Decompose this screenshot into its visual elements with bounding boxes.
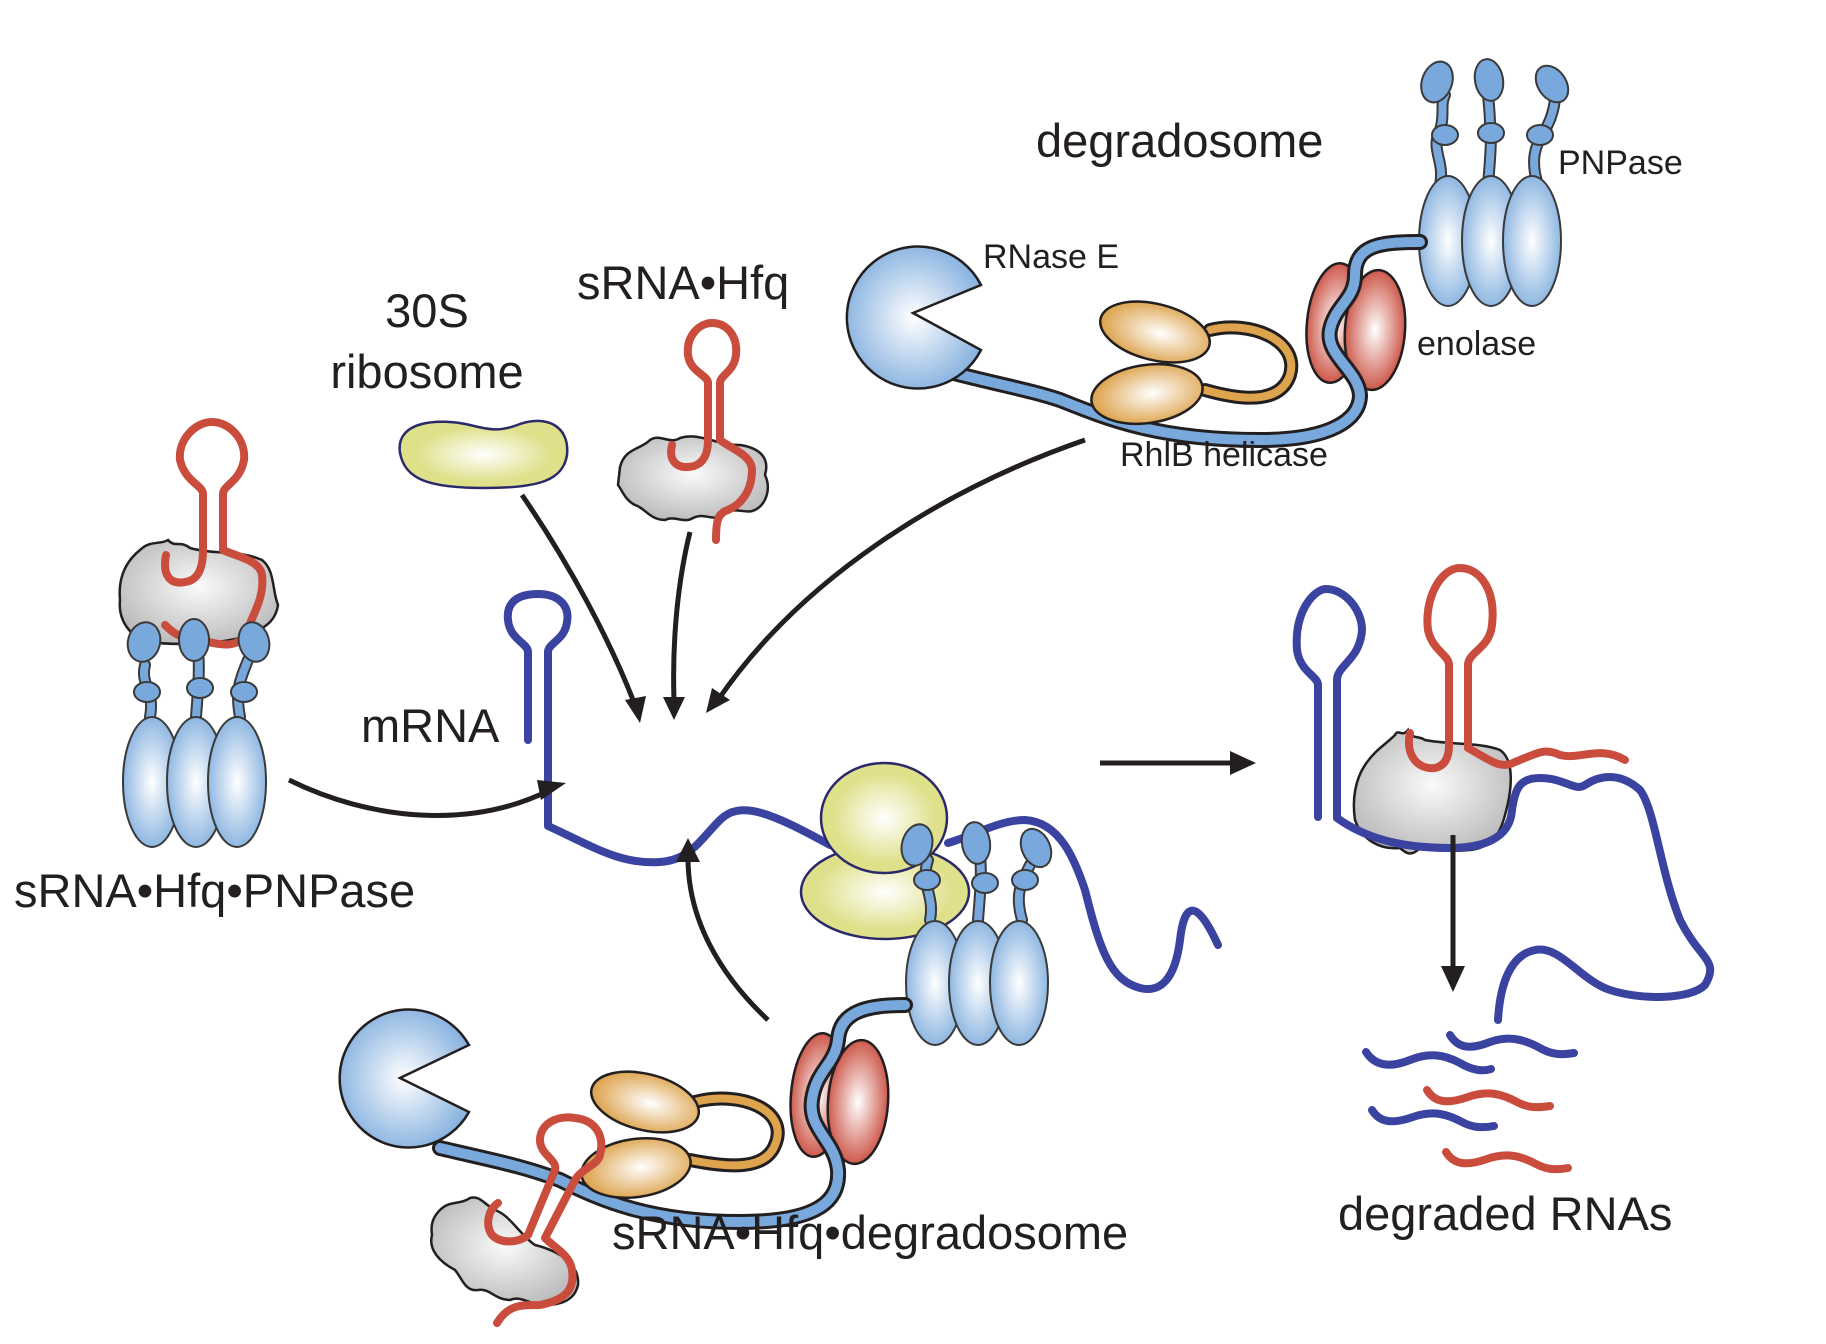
pnpase-subunit [989,920,1049,1046]
labels: degradosome PNPase RNase E enolase RhlB … [14,114,1683,1259]
srna-hfq-pnpase-complex [118,418,280,848]
pnpase-knob [1011,869,1039,891]
srna-hfq-mrna-complex [1292,564,1715,1024]
helicase-domain [589,1070,701,1134]
srna-hfq-top [616,319,770,544]
pnpase-head [126,621,162,663]
rhlb-helicase-top [1090,300,1299,426]
arrow-srna-hfq-to-mrna [671,531,693,701]
pnpase-head [1019,827,1053,869]
pnpase-knob [1526,124,1554,146]
rnase-e-bottom [338,1008,471,1149]
label-srna-hfq-pnpase: sRNA•Hfq•PNPase [14,864,415,917]
label-degraded-rnas: degraded RNAs [1338,1187,1672,1240]
label-degradosome: degradosome [1036,114,1323,167]
label-rnase-e: RNase E [983,238,1119,276]
pnpase-head [1473,58,1505,102]
arrow-head [625,696,646,723]
pnpase-trimer-top [1418,58,1570,307]
pnpase-subunit [1502,175,1562,307]
pnpase-knob [1477,122,1505,144]
label-enolase: enolase [1417,325,1536,363]
arrow-head [1441,966,1465,992]
pnpase-head [178,618,210,662]
arrow-srna-hfq-degradosome-to-mrna [685,857,770,1022]
rnase-e-top [845,245,983,390]
arrow-srna-hfq-pnpase-to-mrna [287,777,552,818]
arrow-head [706,688,730,713]
helicase-domain [1090,362,1204,426]
arrows [287,437,1465,1022]
pnpase-head [1420,60,1454,104]
rnase-e-scaffold [435,1000,910,1227]
hfq-hexamer [616,435,770,522]
arrow-head [1230,751,1256,775]
enolase-subunit [1343,268,1407,392]
pnpase-knob [913,869,941,891]
hfq-hexamer [1352,727,1512,855]
pnpase-knob [1431,124,1459,146]
pnpase-knob [230,681,258,703]
pnpase-head [1534,64,1570,104]
arrow-head [676,838,700,862]
label-srna-hfq: sRNA•Hfq [577,256,789,309]
pnpase-knob [133,681,161,703]
srna-hfq-degradosome-complex [338,821,1053,1327]
enolase-subunit [826,1038,890,1166]
label-30s: 30S [385,284,469,337]
label-mrna: mRNA [361,699,500,752]
degraded-rna-fragments [1362,1031,1578,1174]
degradosome-top [845,58,1570,448]
rnase-e-scaffold [945,237,1425,445]
pnpase-head [960,821,992,865]
helicase-domain [1098,300,1212,364]
pnpase-subunit [207,716,267,848]
arrow-30s-to-mrna [519,493,638,706]
pnpase-head [900,823,934,867]
arrow-head [537,780,566,800]
hfq-hexamer [118,538,280,646]
label-rhlb-helicase: RhlB helicase [1120,436,1328,474]
pnpase-knob [186,677,214,699]
label-pnpase: PNPase [1558,144,1683,182]
pnpase-knob [971,872,999,894]
pnpase-head [237,621,271,663]
arrow-degradosome-to-mrna [715,437,1086,702]
label-ribosome: ribosome [330,345,523,398]
arrow-head [663,697,685,720]
label-srna-hfq-degradosome: sRNA•Hfq•degradosome [612,1206,1128,1259]
ribosome-30s [398,419,569,490]
